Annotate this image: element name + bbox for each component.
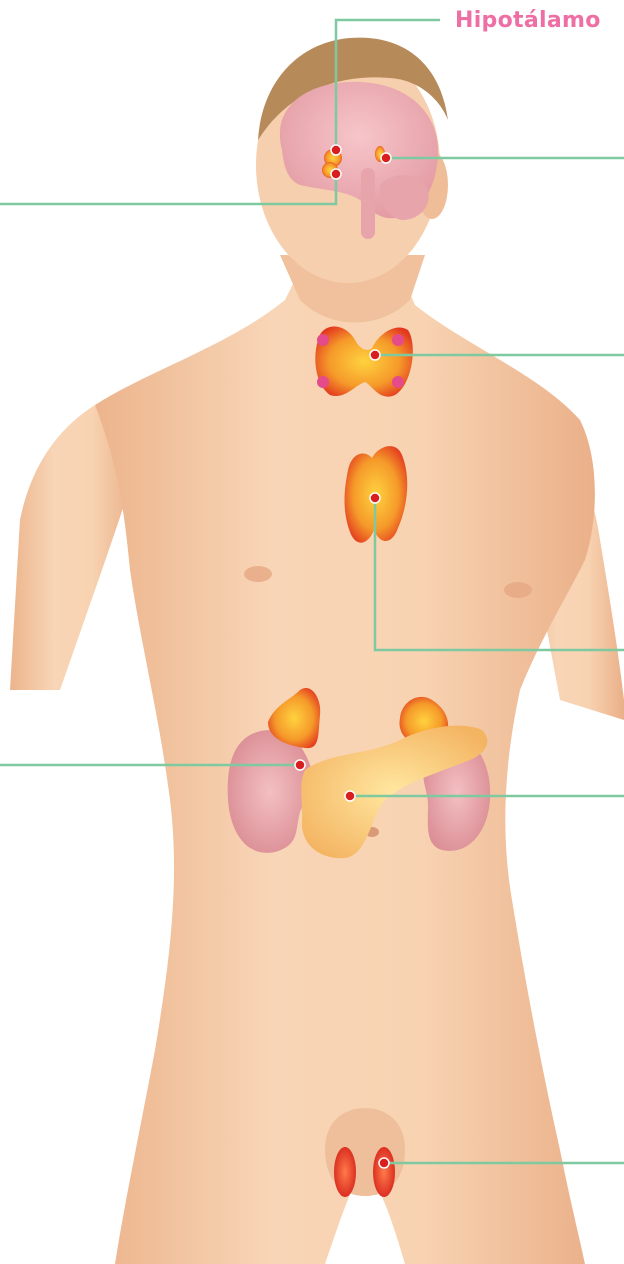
- marker-adrenal: [295, 760, 305, 770]
- marker-pancreas: [345, 791, 355, 801]
- marker-pineal: [381, 153, 391, 163]
- marker-thymus: [370, 493, 380, 503]
- marker-hypothalamus: [331, 145, 341, 155]
- marker-thyroid: [370, 350, 380, 360]
- marker-testes: [379, 1158, 389, 1168]
- marker-pituitary: [331, 169, 341, 179]
- hypothalamus-label: Hipotálamo: [455, 8, 601, 33]
